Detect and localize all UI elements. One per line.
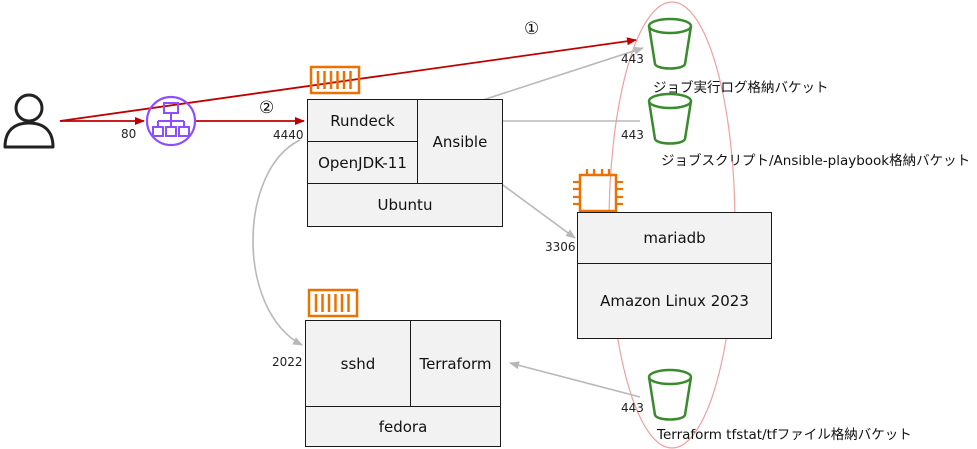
arrow-step1-to-log-bucket [59, 37, 637, 122]
ansible-label: Ansible [432, 132, 488, 151]
openjdk-label: OpenJDK-11 [318, 153, 407, 172]
amazon-linux-box: Amazon Linux 2023 [577, 263, 772, 339]
fedora-box: fedora [305, 406, 501, 447]
rundeck-label: Rundeck [330, 111, 395, 130]
port-tf-bucket: 443 [621, 401, 644, 415]
fedora-label: fedora [378, 417, 428, 436]
port-log-bucket: 443 [621, 52, 644, 66]
port-mariadb: 3306 [545, 240, 576, 254]
script-bucket-label: ジョブスクリプト/Ansible-playbook格納バケット [661, 153, 971, 169]
container-icon [307, 288, 359, 318]
ansible-box: Ansible [417, 99, 503, 184]
log-bucket-label: ジョブ実行ログ格納バケット [653, 80, 829, 96]
terraform-box: Terraform [410, 320, 501, 407]
tf-bucket-label: Terraform tfstat/tfファイル格納バケット [657, 427, 912, 443]
port-script-bucket: 443 [621, 128, 644, 142]
s3-bucket-icon [647, 17, 693, 70]
ubuntu-box: Ubuntu [307, 183, 503, 227]
port-rundeck: 4440 [273, 128, 304, 142]
arrow-rundeck-to-sshd [252, 139, 303, 346]
rundeck-box: Rundeck [307, 99, 418, 142]
mariadb-box: mariadb [577, 212, 772, 264]
port-lb: 80 [121, 127, 137, 141]
amazon-linux-label: Amazon Linux 2023 [600, 292, 749, 310]
openjdk-box: OpenJDK-11 [307, 141, 418, 184]
terraform-label: Terraform [419, 354, 492, 373]
step-2-label: ② [259, 98, 275, 118]
container-icon [309, 65, 361, 95]
ubuntu-label: Ubuntu [377, 196, 433, 214]
sshd-label: sshd [340, 354, 376, 373]
arrow-tf-bucket-to-terraform [509, 361, 641, 398]
s3-bucket-icon [647, 92, 693, 145]
load-balancer-icon [145, 95, 197, 147]
step-1-label: ① [524, 19, 540, 39]
s3-bucket-icon [647, 368, 693, 421]
user-icon [3, 93, 55, 149]
mariadb-label: mariadb [643, 229, 706, 247]
sshd-box: sshd [305, 320, 411, 407]
port-sshd: 2022 [272, 355, 303, 369]
ec2-instance-icon [573, 169, 623, 217]
